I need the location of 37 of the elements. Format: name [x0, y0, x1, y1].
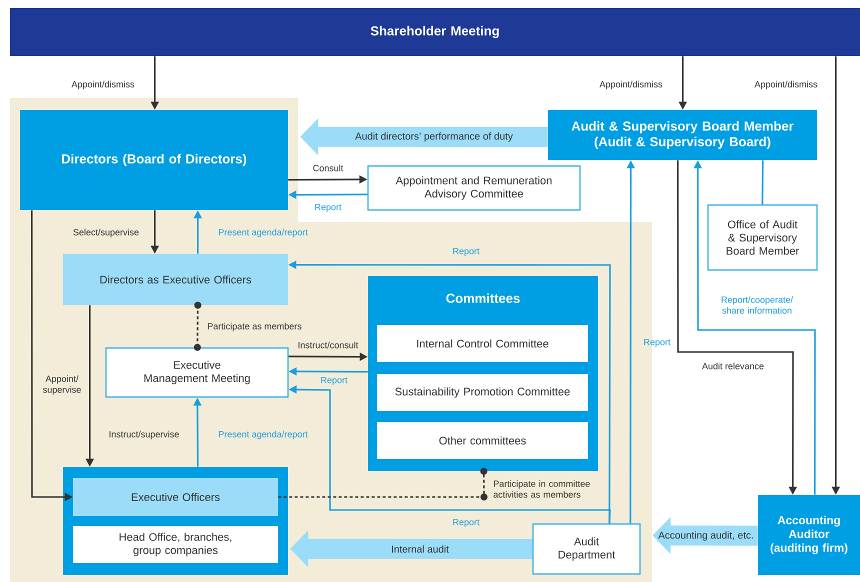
board-box: Directors (Board of Directors) [20, 110, 288, 210]
edge-label: Appoint/dismiss [754, 80, 818, 90]
edge-label: Present agenda/report [218, 228, 308, 238]
committee-box: Appointment and Remuneration Advisory Committee [367, 165, 581, 211]
officer-box: Executive Officers [73, 478, 278, 516]
edge-label: Consult [313, 164, 344, 172]
heading-band: Shareholder Meeting [10, 8, 860, 56]
edge-label: Audit relevance [702, 362, 764, 370]
connector-line [762, 160, 764, 204]
edge-label: Present agenda/report [218, 430, 308, 440]
department-box: Audit Department [532, 523, 641, 575]
committee-box: Internal Control Committee [377, 325, 588, 362]
committee-box: Other committees [377, 422, 588, 459]
edge-label: Appoint/dismiss [72, 80, 134, 90]
officer-box: Directors as Executive Officers [63, 254, 288, 305]
edge-label: Report [453, 248, 480, 256]
edge-label: Appoint/dismiss [600, 80, 662, 90]
edge-label: Participate as members [208, 322, 302, 332]
office-box: Office of Audit & Supervisory Board Member [707, 204, 818, 271]
edge-label: Instruct/supervise [110, 430, 179, 440]
edge-label: Report [315, 204, 342, 212]
edge-label: Select/supervise [73, 228, 139, 238]
edge-label: Participate in committee activities as members [494, 480, 590, 498]
auditor-box: Accounting Auditor (auditing firm) [758, 495, 860, 575]
dotted-connector [278, 468, 488, 500]
meeting-box: Executive Management Meeting [105, 347, 289, 398]
edge-label: Report/cooperate/ share information [722, 296, 793, 314]
edge-label: Report [321, 376, 348, 386]
edge-label: Appoint/ supervise [43, 375, 81, 395]
dotted-connector [194, 302, 202, 351]
committee-box: Sustainability Promotion Committee [377, 374, 588, 411]
office-box: Head Office, branches, group companies [73, 526, 278, 563]
edge-label: Report [644, 338, 670, 348]
board-box: Audit & Supervisory Board Member (Audit & Supervisory Board) [548, 110, 817, 160]
edge-label: Report [453, 518, 480, 528]
edge-label: Instruct/consult [298, 342, 358, 348]
edge-label: Audit directors’ performance of duty [354, 131, 514, 143]
